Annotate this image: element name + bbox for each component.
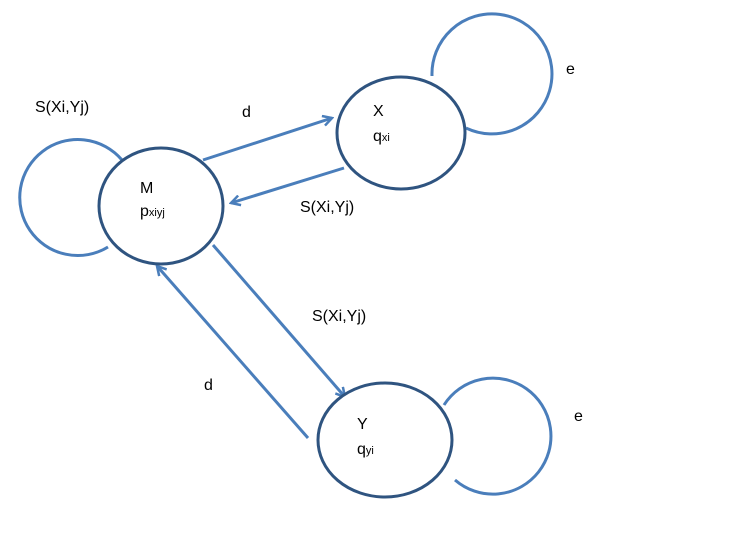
node-m (97, 146, 225, 266)
node-x-prob: qxi (373, 128, 390, 146)
node-y-sub: yi (365, 445, 374, 457)
label-m-to-x: d (242, 104, 251, 121)
y-self-loop (442, 376, 553, 496)
node-y-name: Y (357, 416, 368, 433)
edge-y-to-m (157, 266, 310, 439)
label-y-to-m: d (204, 377, 213, 394)
node-x-name: X (373, 103, 384, 120)
node-m-name: M (140, 180, 154, 197)
m-self-loop (18, 138, 124, 258)
node-x-var: q (373, 128, 382, 145)
label-y-self: e (574, 408, 583, 425)
edge-m-to-x (202, 118, 332, 162)
node-x (335, 75, 467, 191)
edge-x-to-m (231, 166, 345, 203)
x-self-loop (430, 12, 554, 136)
node-x-sub: xi (381, 132, 390, 144)
edge-m-to-y (211, 244, 345, 397)
node-m-prob: pxiyj (140, 203, 165, 221)
label-x-self: e (566, 61, 575, 78)
label-m-to-y: S(Xi,Yj) (312, 308, 367, 325)
label-m-self: S(Xi,Yj) (35, 99, 90, 116)
node-y-var: q (357, 441, 366, 458)
label-x-to-m: S(Xi,Yj) (300, 199, 355, 216)
node-y-prob: qyi (357, 441, 374, 459)
node-m-var: p (140, 203, 149, 220)
node-y (316, 381, 454, 499)
node-m-sub: xiyj (148, 207, 165, 219)
